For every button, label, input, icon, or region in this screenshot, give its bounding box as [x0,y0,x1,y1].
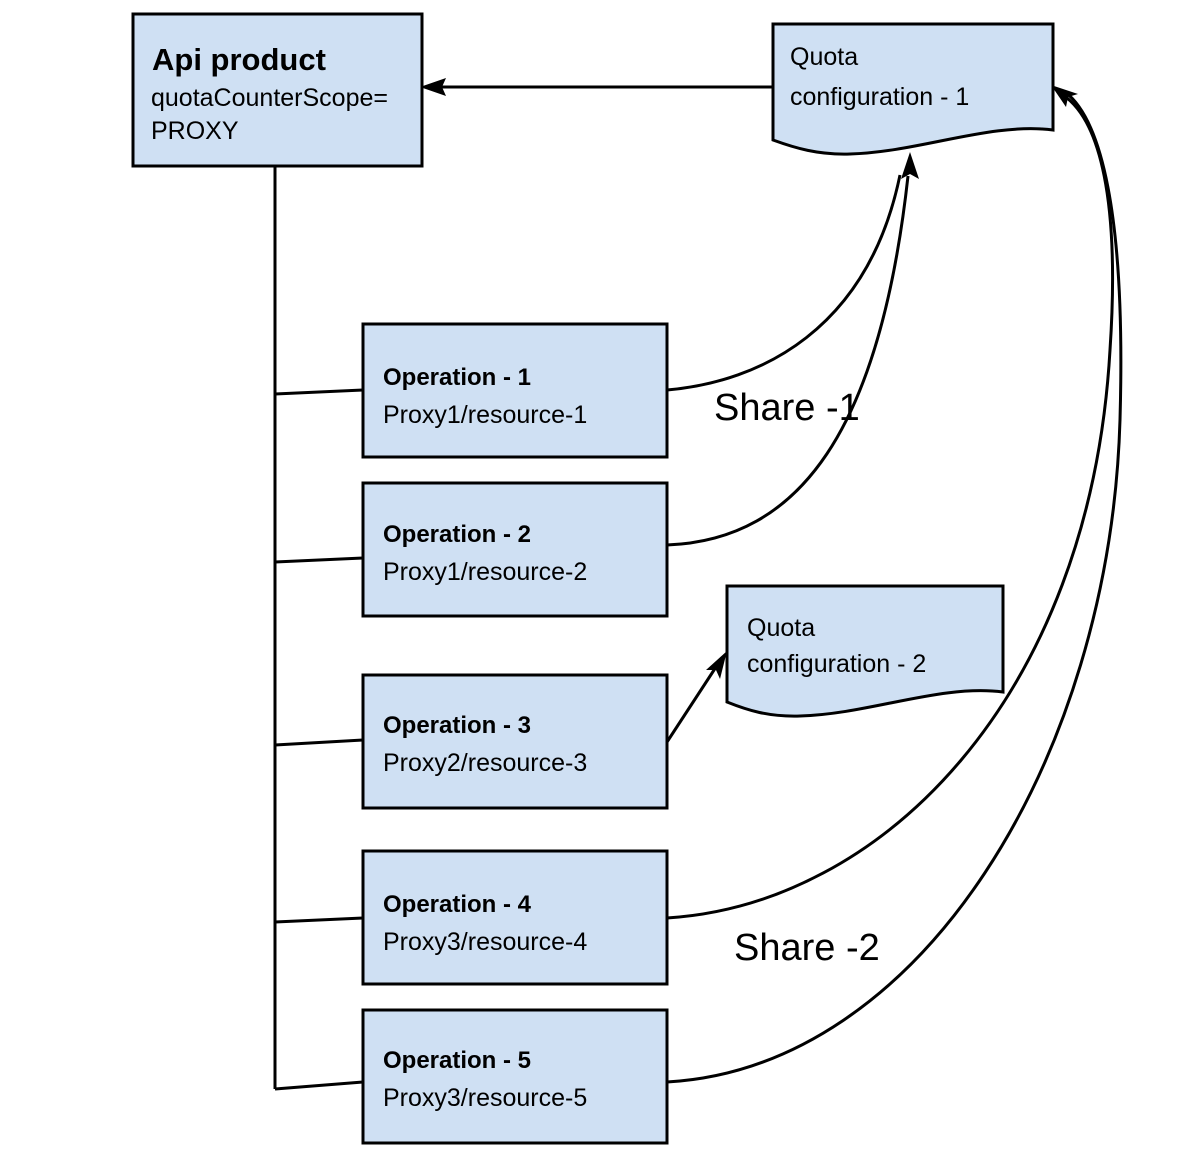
operation-2-node[interactable]: Operation - 2 Proxy1/resource-2 [361,481,669,618]
operation-4-path: Proxy3/resource-4 [383,928,587,956]
operation-1-node[interactable]: Operation - 1 Proxy1/resource-1 [361,322,669,459]
branch-to-operation-2 [274,556,364,564]
branch-to-operation-3 [274,738,364,747]
operation-1-to-quota-1 [666,174,902,392]
api-product-scope-line-1: quotaCounterScope= [151,84,388,112]
quota1-to-product-arrow [420,78,773,96]
operation-5-node[interactable]: Operation - 5 Proxy3/resource-5 [361,1008,669,1145]
operation-3-to-quota-2-line [665,666,718,743]
quota-configuration-1-node[interactable]: Quota configuration - 1 [771,22,1055,156]
quota-configuration-2-node[interactable]: Quota configuration - 2 [725,584,1005,718]
operation-1-path: Proxy1/resource-1 [383,401,587,429]
branch-to-operation-4 [274,916,364,924]
share-1-connectors [666,152,919,547]
operation-2-to-quota-1 [666,175,910,547]
operation-3-to-quota-2-arrowhead [706,651,727,679]
branch-to-operation-1 [274,388,364,396]
operation-4-node[interactable]: Operation - 4 Proxy3/resource-4 [361,849,669,986]
operation-5-title: Operation - 5 [383,1047,531,1074]
share-2-arrowhead [1051,85,1078,107]
quota-configuration-2-line-2: configuration - 2 [747,650,926,678]
quota-configuration-1-line-2: configuration - 1 [790,83,969,111]
share-2-connectors [666,85,1123,1084]
share-1-arrowhead [901,152,919,179]
operation-5-box[interactable] [361,1008,669,1145]
api-product-title: Api product [152,42,326,77]
share-2-label: Share -2 [734,927,880,969]
api-product-box[interactable] [131,12,424,168]
operation-4-title: Operation - 4 [383,891,532,918]
api-product-scope-line-2: PROXY [151,117,239,145]
operation-3-node[interactable]: Operation - 3 Proxy2/resource-3 [361,673,669,810]
branch-to-operation-5 [274,1080,364,1091]
operation-2-title: Operation - 2 [383,521,531,548]
operation-1-title: Operation - 1 [383,364,531,391]
quota-configuration-1-line-1: Quota [790,43,858,71]
quota1-to-product-arrowhead [420,78,446,96]
operation-3-to-quota-2-arrow [665,651,727,743]
api-product-node[interactable]: Api product quotaCounterScope= PROXY [131,12,424,168]
quota-configuration-2-shape[interactable] [725,584,1005,718]
operation-3-title: Operation - 3 [383,712,531,739]
operation-5-path: Proxy3/resource-5 [383,1084,587,1112]
quota-configuration-1-shape[interactable] [771,22,1055,156]
product-to-operations-connectors [273,166,364,1091]
operation-2-path: Proxy1/resource-2 [383,558,587,586]
operation-2-box[interactable] [361,481,669,618]
operation-4-box[interactable] [361,849,669,986]
share-1-label: Share -1 [714,387,860,429]
operation-5-to-quota-1 [666,90,1123,1084]
operation-3-box[interactable] [361,673,669,810]
operation-1-box[interactable] [361,322,669,459]
quota-configuration-2-line-1: Quota [747,614,815,642]
operation-3-path: Proxy2/resource-3 [383,749,587,777]
